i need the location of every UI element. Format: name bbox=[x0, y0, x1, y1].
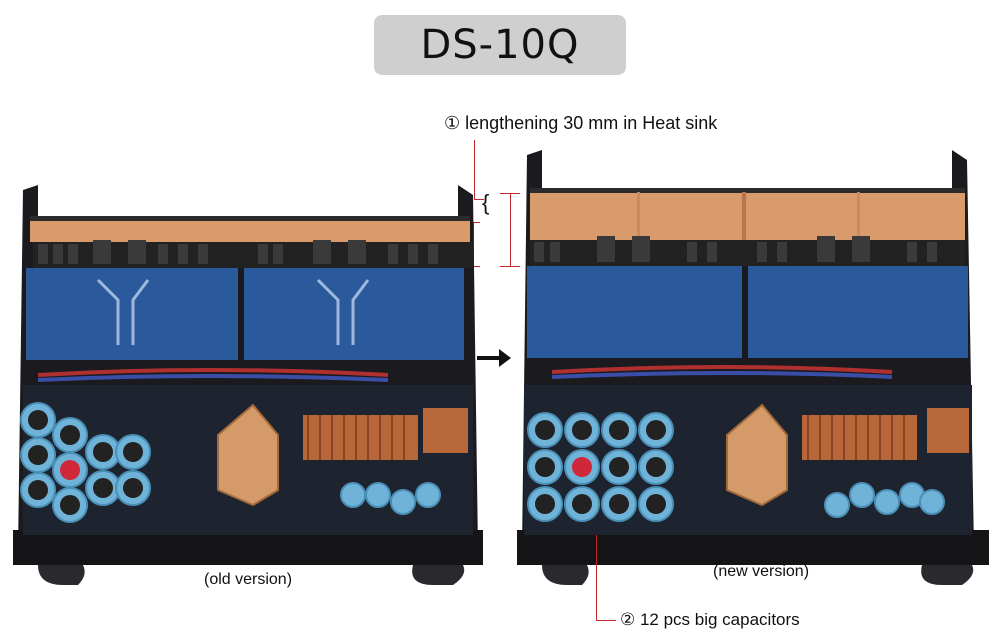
capacitor-leader-tick bbox=[596, 620, 616, 621]
heatsink-new-bracket-top bbox=[500, 193, 520, 194]
title-banner: DS-10Q bbox=[374, 15, 626, 75]
old-version-amplifier bbox=[13, 185, 483, 585]
heatsink-leader-line bbox=[474, 140, 475, 200]
arrow-right-icon bbox=[477, 349, 511, 367]
heatsink-note: ① lengthening 30 mm in Heat sink bbox=[444, 113, 718, 133]
capacitor-leader-line bbox=[596, 535, 597, 621]
new-version-caption: (new version) bbox=[713, 563, 810, 580]
old-version-caption: (old version) bbox=[204, 571, 293, 588]
heatsink-leader-tick bbox=[474, 199, 484, 200]
capacitor-note: ② 12 pcs big capacitors bbox=[620, 610, 800, 629]
product-title: DS-10Q bbox=[420, 22, 580, 68]
heatsink-new-bracket-bottom bbox=[500, 266, 520, 267]
heatsink-new-bracket bbox=[510, 193, 511, 267]
brace-glyph: { bbox=[482, 190, 490, 215]
new-version-amplifier bbox=[517, 150, 989, 585]
